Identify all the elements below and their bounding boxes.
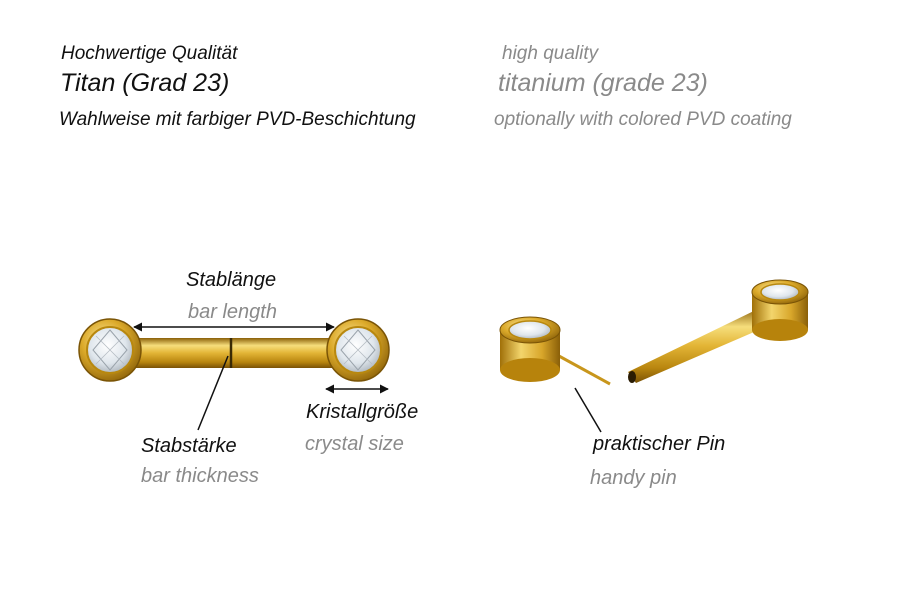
bar-thickness-label-en: bar thickness (141, 465, 259, 487)
pin-label-en: handy pin (590, 467, 677, 489)
crystal-end-left (78, 318, 142, 382)
crystal-gem-left (508, 320, 552, 340)
material-label-en: titanium (grade 23) (498, 69, 708, 97)
coating-label-en: optionally with colored PVD coating (494, 109, 792, 130)
pin-pointer (574, 387, 602, 433)
threadless-bar (628, 308, 768, 383)
crystal-top-with-pin (499, 316, 611, 386)
quality-label-de: Hochwertige Qualität (61, 43, 238, 64)
crystal-size-label-en: crystal size (305, 433, 404, 455)
quality-label-en: high quality (502, 43, 599, 64)
barbell-bar (120, 338, 350, 368)
barbell-left (78, 318, 390, 382)
crystal-size-label-de: Kristallgröße (306, 401, 419, 423)
crystal-gem-right (760, 283, 800, 301)
material-label-de: Titan (Grad 23) (60, 69, 230, 97)
crystal-end-right (326, 318, 390, 382)
bar-length-label-en: bar length (188, 301, 277, 323)
pin-hole (628, 371, 636, 383)
bar-with-crystal-end (628, 279, 809, 383)
bar-length-label-de: Stablänge (186, 269, 277, 291)
pin-label-de: praktischer Pin (593, 433, 726, 455)
coating-label-de: Wahlweise mit farbiger PVD-Beschichtung (59, 109, 416, 130)
bar-thickness-label-de: Stabstärke (141, 435, 237, 457)
bar-thickness-pointer (197, 355, 229, 431)
